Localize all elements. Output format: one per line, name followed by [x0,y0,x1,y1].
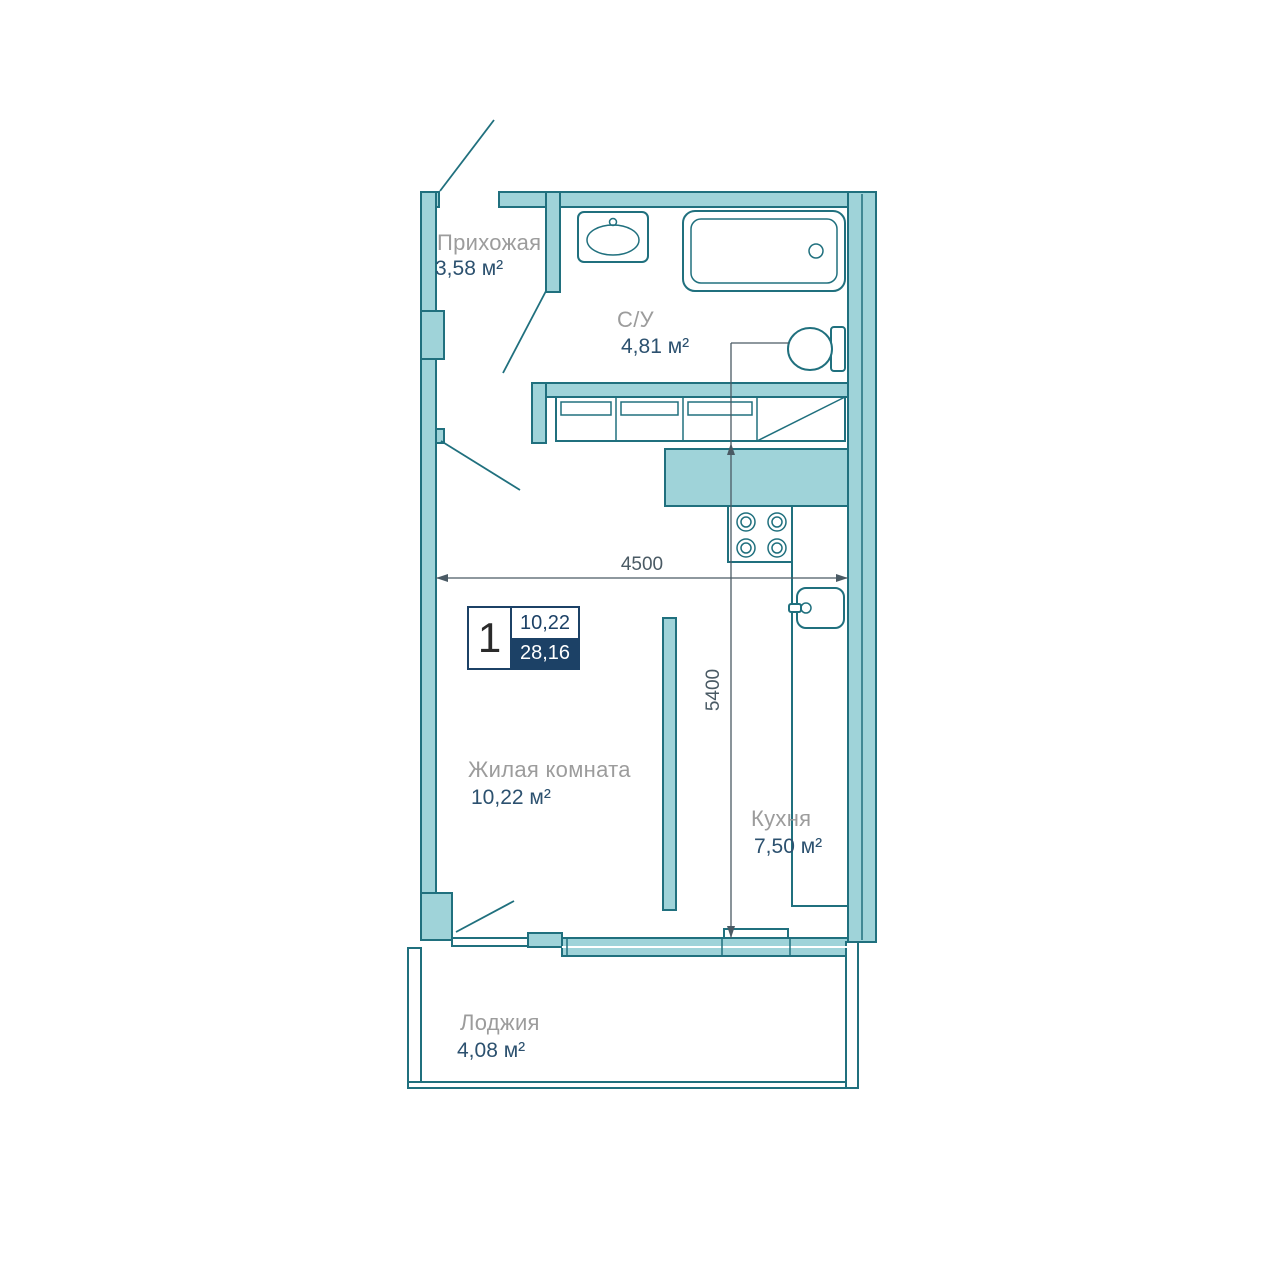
wall-bathroom-south [531,382,849,398]
entry-door-swing [439,119,495,192]
dimensions: 4500 5400 [436,342,848,938]
walls [420,191,877,957]
window-sill [723,928,789,939]
kitchen-counter [791,505,849,907]
kitchen-cabinets [664,448,849,507]
loggia-wall-left [407,947,422,1089]
wall-left [420,191,437,941]
room-area-hallway: 3,58 м² [435,257,504,280]
dim-width-label: 4500 [621,554,663,575]
wash-basin [577,211,649,263]
loggia-wall-bottom [407,1081,859,1089]
badge-total-area: 28,16 [512,638,578,668]
room-area-bathroom: 4,81 м² [621,335,690,358]
wall-bathroom-south-cap [531,382,547,444]
stove [727,505,793,563]
room-label-living: Жилая комната [468,757,631,782]
wall-door-stub [435,428,445,444]
balcony-window-details [451,928,848,956]
room-area-kitchen: 7,50 м² [754,835,823,858]
toilet [787,326,846,372]
wall-hallway-partition [545,191,561,293]
kitchen-sink [788,587,845,629]
room-area-loggia: 4,08 м² [457,1039,526,1062]
room-label-loggia: Лоджия [460,1010,540,1035]
room-label-bathroom: С/У [617,307,654,332]
room-area-living: 10,22 м² [471,786,551,809]
loggia-door-threshold [451,937,529,947]
wardrobe [555,396,846,442]
wall-living-kitchen-partition [662,617,677,911]
wall-bottom-piece [527,932,563,948]
wall-left-pier [420,310,445,360]
badge-rooms-count: 1 [469,608,512,668]
loggia-walls [407,941,859,1089]
badge-areas: 10,22 28,16 [512,608,578,668]
room-label-kitchen: Кухня [751,806,812,831]
room-label-hallway: Прихожая [437,230,542,255]
bathtub [682,210,846,292]
door-swings [439,119,547,933]
badge-living-area: 10,22 [512,608,578,638]
wall-bottom-left-block [420,892,453,941]
apartment-badge: 1 10,22 28,16 [467,606,580,670]
bathroom-door-swing [502,290,547,374]
loggia-wall-right [845,941,859,1089]
dim-height-label: 5400 [703,669,724,711]
living-door-swing [440,440,521,491]
loggia-door-swing [455,900,515,933]
